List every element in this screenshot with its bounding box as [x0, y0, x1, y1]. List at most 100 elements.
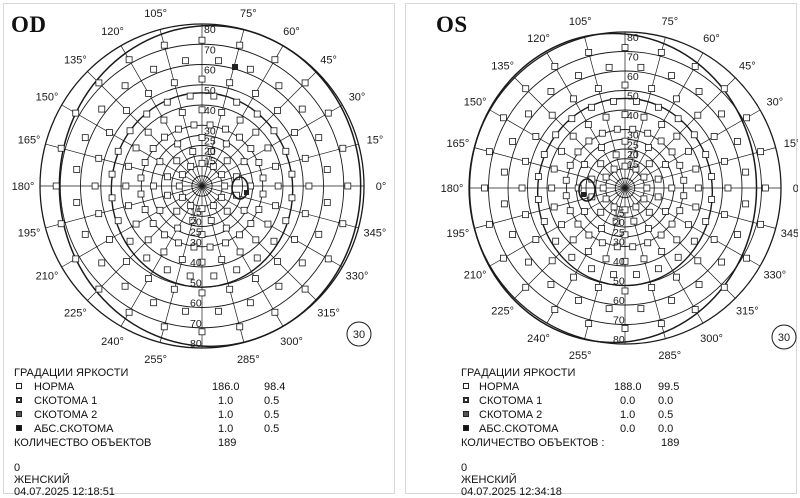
test-point-marker [742, 200, 750, 208]
test-point-marker [673, 273, 680, 281]
test-point-marker [610, 165, 618, 173]
test-point-marker [236, 133, 243, 141]
test-point-marker [81, 230, 89, 238]
test-point-marker [222, 239, 229, 247]
test-point-marker [540, 218, 548, 225]
test-point-marker [236, 231, 243, 239]
test-point-marker [190, 121, 198, 129]
test-point-marker [602, 255, 610, 263]
test-point-marker [175, 182, 183, 190]
test-point-marker [655, 103, 662, 111]
test-point-marker [673, 236, 681, 244]
test-point-marker [122, 106, 130, 114]
test-point-marker [632, 203, 640, 211]
ring-label-top: 60 [627, 71, 639, 83]
grid-meridian [201, 185, 317, 301]
test-point-marker [126, 237, 134, 245]
os-legend-name: АБС.СКОТОМА [479, 423, 559, 435]
test-point-marker [291, 129, 298, 136]
test-point-marker [548, 184, 556, 192]
test-point-marker [734, 138, 741, 145]
test-point-marker [522, 157, 529, 165]
test-point-marker [645, 208, 653, 216]
test-point-marker [588, 265, 595, 273]
grid-meridian [61, 185, 203, 268]
grid-meridian [159, 185, 203, 343]
ring-label-bottom: 20 [613, 217, 625, 229]
od-legend-v1: 1.0 [218, 423, 234, 435]
test-point-marker [137, 190, 145, 198]
os-eye-label: OS [436, 12, 468, 37]
test-point-marker [598, 225, 606, 232]
ring-label-bottom: 80 [613, 334, 625, 346]
test-point-marker [575, 72, 582, 79]
test-point-marker [500, 168, 508, 176]
os-count-label: КОЛИЧЕСТВО ОБЪЕКТОВ : [461, 437, 605, 449]
scale-badge-text: 30 [353, 329, 365, 341]
test-point-marker [98, 105, 106, 113]
ring-label-bottom: 30 [190, 237, 202, 249]
test-point-marker [548, 257, 556, 265]
angle-label: 180° [441, 183, 464, 195]
scotoma1-square-icon [16, 397, 22, 403]
test-point-marker [207, 148, 215, 155]
test-point-marker [215, 57, 222, 65]
test-point-marker [702, 218, 710, 225]
test-point-marker [668, 72, 675, 79]
test-point-marker [174, 140, 182, 148]
angle-label: 225° [64, 308, 87, 320]
test-point-marker [95, 154, 103, 162]
angle-label: 60° [283, 26, 300, 38]
test-point-marker [255, 206, 263, 213]
test-point-marker [743, 254, 750, 262]
grid-meridian [624, 37, 666, 189]
test-point-marker [550, 203, 558, 211]
od-legend-name: СКОТОМА 2 [34, 409, 98, 421]
test-point-marker [640, 255, 648, 263]
test-point-marker [108, 170, 116, 178]
test-point-marker [657, 48, 665, 56]
test-point-marker [552, 237, 560, 245]
ring-label-top: 15 [627, 159, 639, 171]
test-point-marker [602, 173, 610, 181]
test-point-marker [210, 272, 218, 280]
ring-label-bottom: 40 [613, 256, 625, 268]
scotoma-marker [244, 190, 249, 195]
test-point-marker [175, 239, 182, 247]
test-point-marker [637, 63, 645, 71]
test-point-marker [710, 236, 718, 243]
test-point-marker [156, 158, 164, 166]
angle-label: 120° [527, 33, 550, 45]
test-point-marker [522, 211, 529, 219]
test-point-marker [150, 65, 158, 73]
test-point-marker [253, 110, 261, 118]
test-point-marker [743, 114, 750, 122]
test-point-marker [174, 224, 182, 232]
test-point-marker [121, 82, 129, 90]
test-point-marker [164, 173, 171, 181]
test-point-marker [566, 161, 574, 169]
test-point-marker [640, 195, 648, 203]
test-point-marker [662, 161, 669, 169]
grid-meridian [201, 185, 343, 268]
test-point-marker [621, 257, 629, 265]
grid-meridian [474, 147, 626, 189]
test-point-marker [613, 243, 621, 251]
test-point-marker [581, 161, 588, 169]
grid-meridian [474, 187, 626, 229]
grid-meridian [584, 37, 626, 189]
test-point-marker [525, 258, 532, 266]
test-point-marker [644, 129, 652, 137]
test-point-marker [532, 236, 540, 243]
test-point-marker [610, 203, 618, 211]
test-point-marker [324, 109, 332, 117]
test-point-marker [72, 255, 80, 263]
test-point-marker [182, 307, 189, 315]
test-point-marker [721, 157, 728, 165]
ring-label-bottom: 15 [613, 207, 625, 219]
test-point-marker [132, 220, 140, 228]
test-point-marker [73, 199, 81, 206]
test-point-marker [668, 148, 676, 156]
test-point-marker [621, 162, 629, 170]
od-legend-v2: 98.4 [264, 381, 286, 393]
